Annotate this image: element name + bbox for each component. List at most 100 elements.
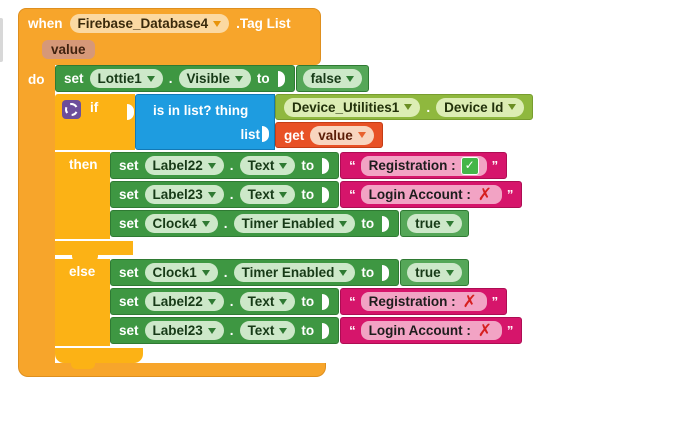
if-control-block[interactable]: if is in list? thing list (55, 94, 534, 369)
component-dropdown-label22[interactable]: Label22 (144, 292, 224, 311)
dropdown-icon (234, 75, 243, 82)
property-dropdown-text[interactable]: Text (239, 321, 296, 340)
is-in-list-body[interactable]: is in list? thing list (135, 94, 275, 150)
variable-dropdown-value[interactable]: value (310, 125, 374, 145)
property-dropdown-text[interactable]: Text (239, 185, 296, 204)
text-string-block[interactable]: “ Login Account : ✗ ” (340, 317, 523, 344)
mutator-gear-icon[interactable] (62, 100, 81, 119)
variable-dropdown-label: value (318, 127, 353, 143)
when-event-block[interactable]: when Firebase_Database4 .Tag List value … (18, 8, 534, 377)
set-block-label22[interactable]: set Label22 . Text (110, 152, 340, 179)
gear-glyph (65, 103, 78, 116)
component-dropdown-label: Label23 (152, 187, 203, 202)
dropdown-icon (201, 269, 210, 276)
component-dropdown-label23[interactable]: Label23 (144, 321, 224, 340)
component-dropdown-label23[interactable]: Label23 (144, 185, 224, 204)
component-dropdown-clock1[interactable]: Clock1 (144, 263, 218, 282)
set-keyword: set (119, 158, 139, 173)
set-block-label23[interactable]: set Label23 . Text (110, 181, 340, 208)
condition-socket (127, 104, 134, 120)
set-label22-row: set Label22 . Text (110, 288, 508, 315)
open-quote: “ (349, 323, 356, 338)
property-dropdown-label: Text (247, 294, 275, 309)
then-branch: then set Label22 . (55, 152, 523, 239)
dropdown-icon (508, 104, 517, 110)
property-dropdown-device-id[interactable]: Device Id (436, 97, 525, 117)
logic-false-block[interactable]: false (295, 65, 370, 92)
component-dropdown-firebase[interactable]: Firebase_Database4 (69, 14, 230, 33)
set-block-lottie[interactable]: set Lottie1 . Visible to (55, 65, 295, 92)
value-socket (382, 215, 390, 232)
logic-dropdown-label: true (415, 216, 441, 231)
component-dropdown-clock4[interactable]: Clock4 (144, 214, 218, 233)
logic-dropdown-false[interactable]: false (302, 69, 363, 88)
component-dropdown-label: Lottie1 (97, 71, 142, 86)
property-dropdown-timer-enabled[interactable]: Timer Enabled (233, 263, 356, 282)
logic-dropdown-true[interactable]: true (407, 214, 462, 233)
if-condition-area: if is in list? thing list (55, 94, 534, 150)
set-block-clock4[interactable]: set Clock4 . Timer Enabled (110, 210, 400, 237)
component-dropdown-label: Clock1 (152, 265, 197, 280)
component-dropdown-device-utilities[interactable]: Device_Utilities1 (284, 97, 421, 117)
event-param-value[interactable]: value (42, 40, 95, 59)
dropdown-icon (445, 269, 454, 276)
dropdown-icon (279, 298, 288, 305)
set-label23-row: set Label23 . Text (110, 317, 523, 344)
dropdown-icon (404, 104, 413, 110)
logic-true-block[interactable]: true (400, 210, 469, 237)
value-socket (322, 293, 330, 310)
component-dropdown-label: Clock4 (152, 216, 197, 231)
logic-true-block[interactable]: true (400, 259, 469, 286)
to-keyword: to (301, 187, 315, 202)
component-dropdown-label22[interactable]: Label22 (144, 156, 224, 175)
text-field[interactable]: Registration : ✗ (360, 292, 487, 311)
component-dropdown-label: Device_Utilities1 (292, 99, 400, 115)
else-branch: else set Clock1 . (55, 259, 523, 346)
value-socket (322, 322, 330, 339)
set-keyword: set (119, 216, 139, 231)
dot-separator: . (229, 294, 234, 309)
get-variable-block[interactable]: get value (275, 122, 383, 148)
property-dropdown-text[interactable]: Text (239, 292, 296, 311)
dropdown-icon (346, 75, 355, 82)
when-keyword: when (28, 16, 63, 31)
do-gutter: do (18, 65, 55, 363)
dropdown-icon (357, 132, 366, 138)
device-utilities-block[interactable]: Device_Utilities1 . Device Id (275, 94, 534, 120)
dropdown-icon (279, 162, 288, 169)
dropdown-icon (339, 269, 348, 276)
component-dropdown-label: Label22 (152, 294, 203, 309)
property-dropdown-label: Device Id (444, 99, 504, 115)
dropdown-icon (339, 220, 348, 227)
value-socket (277, 70, 285, 87)
is-in-list-block[interactable]: is in list? thing list Dev (135, 94, 534, 150)
set-block-label22[interactable]: set Label22 . Text (110, 288, 340, 315)
text-field[interactable]: Login Account : ✗ (360, 184, 502, 205)
when-block-bottom-bar (18, 363, 326, 377)
property-dropdown-visible[interactable]: Visible (178, 69, 251, 88)
property-dropdown-timer-enabled[interactable]: Timer Enabled (233, 214, 356, 233)
dot-separator: . (229, 187, 234, 202)
set-block-label23[interactable]: set Label23 . Text (110, 317, 340, 344)
is-in-list-thing-label: is in list? thing (153, 102, 249, 118)
close-quote: ” (491, 294, 499, 309)
value-socket (322, 186, 330, 203)
dropdown-icon (213, 20, 222, 27)
text-field[interactable]: Registration : ✓ (360, 155, 487, 176)
text-field[interactable]: Login Account : ✗ (360, 321, 502, 340)
is-in-list-list-label: list (240, 126, 260, 142)
cross-icon: ✗ (477, 184, 492, 205)
set-label22-row: set Label22 . Text (110, 152, 508, 179)
if-head: if (55, 94, 135, 150)
value-socket (382, 264, 390, 281)
text-string-block[interactable]: “ Registration : ✗ ” (340, 288, 508, 315)
when-block-header[interactable]: when Firebase_Database4 .Tag List value (18, 8, 321, 65)
dropdown-icon (279, 191, 288, 198)
set-block-clock1[interactable]: set Clock1 . Timer Enabled (110, 259, 400, 286)
logic-dropdown-label: false (310, 71, 342, 86)
property-dropdown-text[interactable]: Text (239, 156, 296, 175)
component-dropdown-lottie[interactable]: Lottie1 (89, 69, 163, 88)
text-string-block[interactable]: “ Login Account : ✗ ” (340, 181, 523, 208)
text-string-block[interactable]: “ Registration : ✓ ” (340, 152, 508, 179)
logic-dropdown-true[interactable]: true (407, 263, 462, 282)
